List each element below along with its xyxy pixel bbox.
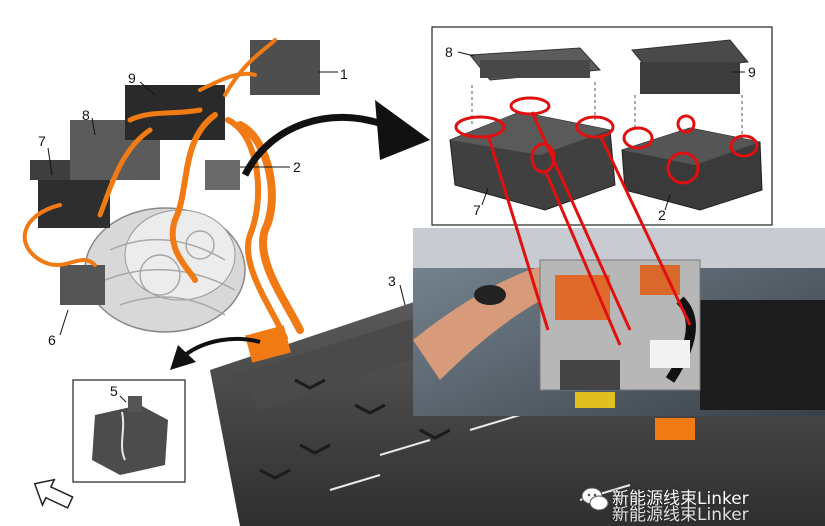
callout-3: 3 [388, 273, 396, 289]
red-highlights [454, 96, 759, 346]
left-leader-lines [47, 71, 406, 336]
photo-inset [413, 228, 825, 416]
arrow-to-inset [241, 100, 430, 177]
callout-9: 9 [128, 70, 136, 86]
inset-box-5: 5 [72, 379, 186, 483]
inset-callout-2: 2 [658, 207, 666, 223]
callout-1: 1 [340, 66, 348, 82]
inset-module-breakdown: 8 9 7 2 [431, 26, 773, 226]
callout-6: 6 [48, 332, 56, 348]
callout-7: 7 [38, 133, 46, 149]
wechat-icon [581, 487, 609, 511]
callout-2: 2 [293, 159, 301, 175]
front-direction-arrow [33, 478, 74, 509]
left-callouts: 1 2 3 6 7 8 9 [38, 66, 396, 348]
inset-callout-7: 7 [473, 202, 481, 218]
callout-8: 8 [82, 107, 90, 123]
inset-callout-8: 8 [445, 44, 453, 60]
watermark-text-echo: 新能源线束Linker [612, 505, 749, 525]
inset-callout-9: 9 [748, 64, 756, 80]
inset-callout-5: 5 [110, 383, 118, 399]
watermark-text: 新能源线束Linker [612, 489, 749, 509]
watermark: 新能源线束Linker 新能源线束Linker [572, 478, 822, 525]
drive-unit-assembly [30, 40, 320, 333]
arrow-to-box5 [170, 336, 261, 370]
